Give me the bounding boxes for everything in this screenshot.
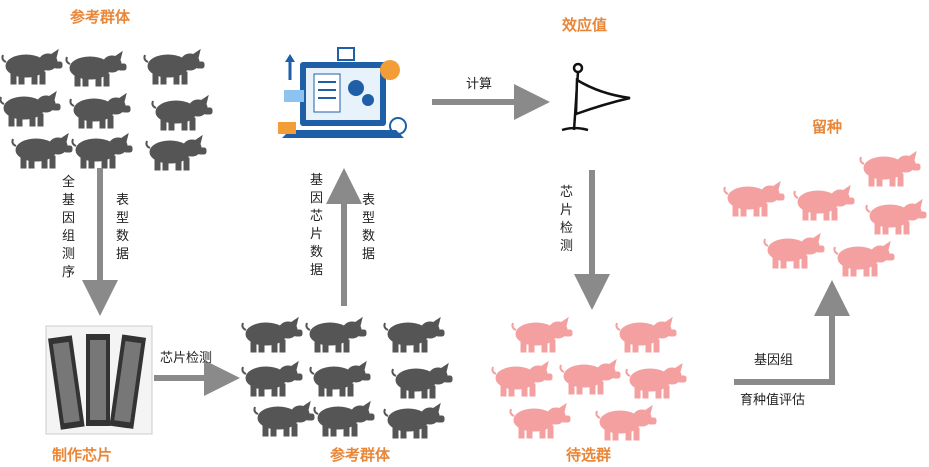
svg-text:据: 据: [362, 247, 375, 262]
pig-icon: [763, 233, 825, 269]
svg-text:基: 基: [310, 173, 323, 188]
pig-icon: [793, 185, 855, 221]
reference-pigs-top: [0, 49, 213, 171]
svg-text:因: 因: [310, 191, 323, 206]
pig-icon: [833, 241, 895, 277]
pig-icon: [559, 359, 621, 395]
title-effect-value: 效应值: [562, 16, 607, 34]
pig-icon: [253, 401, 315, 437]
svg-text:芯: 芯: [310, 209, 323, 224]
pig-icon: [491, 361, 553, 397]
svg-text:因: 因: [62, 211, 75, 226]
svg-text:数: 数: [310, 245, 323, 260]
retained-pigs: [723, 151, 927, 277]
pig-icon: [1, 49, 64, 85]
chip-image: [45, 325, 153, 435]
label-wgs: 全 基 因 组 测 序: [62, 174, 75, 280]
pig-icon: [241, 361, 303, 397]
svg-text:数: 数: [116, 229, 129, 244]
pig-icon: [509, 403, 571, 439]
pig-icon: [0, 91, 62, 127]
title-candidate: 待选群: [566, 446, 611, 464]
pig-icon: [615, 317, 677, 353]
svg-text:数: 数: [362, 229, 375, 244]
svg-text:表: 表: [362, 193, 375, 208]
pig-icon: [241, 317, 303, 353]
pig-icon: [383, 403, 445, 439]
pig-icon: [305, 317, 367, 353]
title-reference-bottom: 参考群体: [330, 446, 391, 464]
svg-text:据: 据: [116, 247, 129, 262]
svg-text:片: 片: [560, 203, 573, 218]
svg-text:测: 测: [62, 247, 75, 262]
arrow-elbow: [734, 280, 850, 385]
label-phenotype-left: 表 型 数 据: [116, 193, 129, 262]
label-calculate: 计算: [466, 77, 492, 92]
svg-text:据: 据: [310, 263, 323, 278]
pig-icon: [865, 199, 927, 235]
label-genomic: 基因组: [754, 353, 793, 368]
svg-text:全: 全: [62, 174, 75, 190]
svg-text:型: 型: [362, 211, 375, 226]
candidate-pigs: [491, 317, 687, 441]
pig-icon: [11, 133, 73, 169]
svg-text:基: 基: [62, 193, 75, 208]
pig-icon: [313, 401, 375, 437]
pig-icon: [69, 93, 131, 129]
computer-icon: [278, 47, 407, 138]
svg-text:组: 组: [62, 229, 75, 244]
svg-text:片: 片: [310, 227, 323, 242]
title-retain: 留种: [812, 118, 842, 136]
pig-icon: [145, 135, 207, 171]
label-breeding-value: 育种值评估: [740, 392, 805, 408]
flag-icon: [561, 62, 631, 132]
label-genome-chip-data: 基 因 芯 片 数 据: [310, 173, 323, 278]
label-phenotype-mid: 表 型 数 据: [362, 193, 375, 262]
pig-icon: [859, 151, 921, 187]
reference-pigs-bottom: [241, 317, 453, 439]
title-make-chip: 制作芯片: [52, 446, 112, 464]
svg-text:测: 测: [560, 239, 573, 254]
label-chip-detect: 芯片检测: [160, 351, 212, 366]
pig-icon: [309, 361, 371, 397]
pig-icon: [391, 363, 453, 399]
svg-text:检: 检: [560, 221, 573, 236]
svg-text:序: 序: [62, 265, 75, 280]
title-reference-top: 参考群体: [70, 8, 131, 26]
pig-icon: [625, 363, 687, 399]
pig-icon: [143, 49, 205, 85]
pig-icon: [595, 405, 657, 441]
label-chip-detect-vertical: 芯 片 检 测: [560, 185, 573, 254]
pig-icon: [71, 133, 133, 169]
pig-icon: [151, 95, 213, 131]
svg-text:表: 表: [116, 193, 129, 208]
svg-text:型: 型: [116, 211, 129, 226]
pig-icon: [383, 317, 445, 353]
pig-icon: [511, 317, 573, 353]
pig-icon: [65, 51, 127, 87]
svg-text:芯: 芯: [560, 185, 573, 200]
pig-icon: [723, 181, 785, 217]
